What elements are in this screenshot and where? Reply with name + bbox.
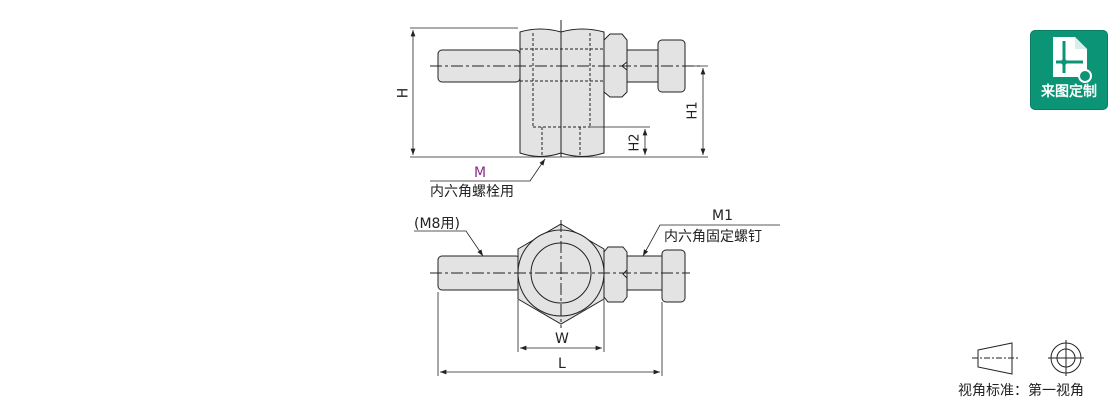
- dim-h-label: H: [395, 87, 412, 99]
- custom-drawing-badge[interactable]: 来图定制: [1030, 30, 1108, 110]
- dim-l-label: L: [558, 356, 566, 372]
- m8-label: (M8用): [414, 216, 460, 232]
- projection-label: 视角标准：第一视角: [958, 383, 1084, 399]
- dim-h1-label: H1: [685, 101, 701, 120]
- thread-m-label: M: [474, 165, 487, 181]
- thread-m-note: 内六角螺栓用: [430, 184, 514, 200]
- first-angle-projection-symbol: [972, 340, 1084, 376]
- bottom-view: [414, 220, 780, 376]
- m1-label: M1: [712, 208, 733, 224]
- dim-w-label: W: [555, 331, 569, 347]
- dim-h2-label: H2: [627, 133, 643, 152]
- drawing-file-icon: [1053, 37, 1092, 83]
- top-view: [410, 20, 708, 182]
- m1-note: 内六角固定螺钉: [664, 229, 762, 245]
- badge-label: 来图定制: [1041, 84, 1097, 100]
